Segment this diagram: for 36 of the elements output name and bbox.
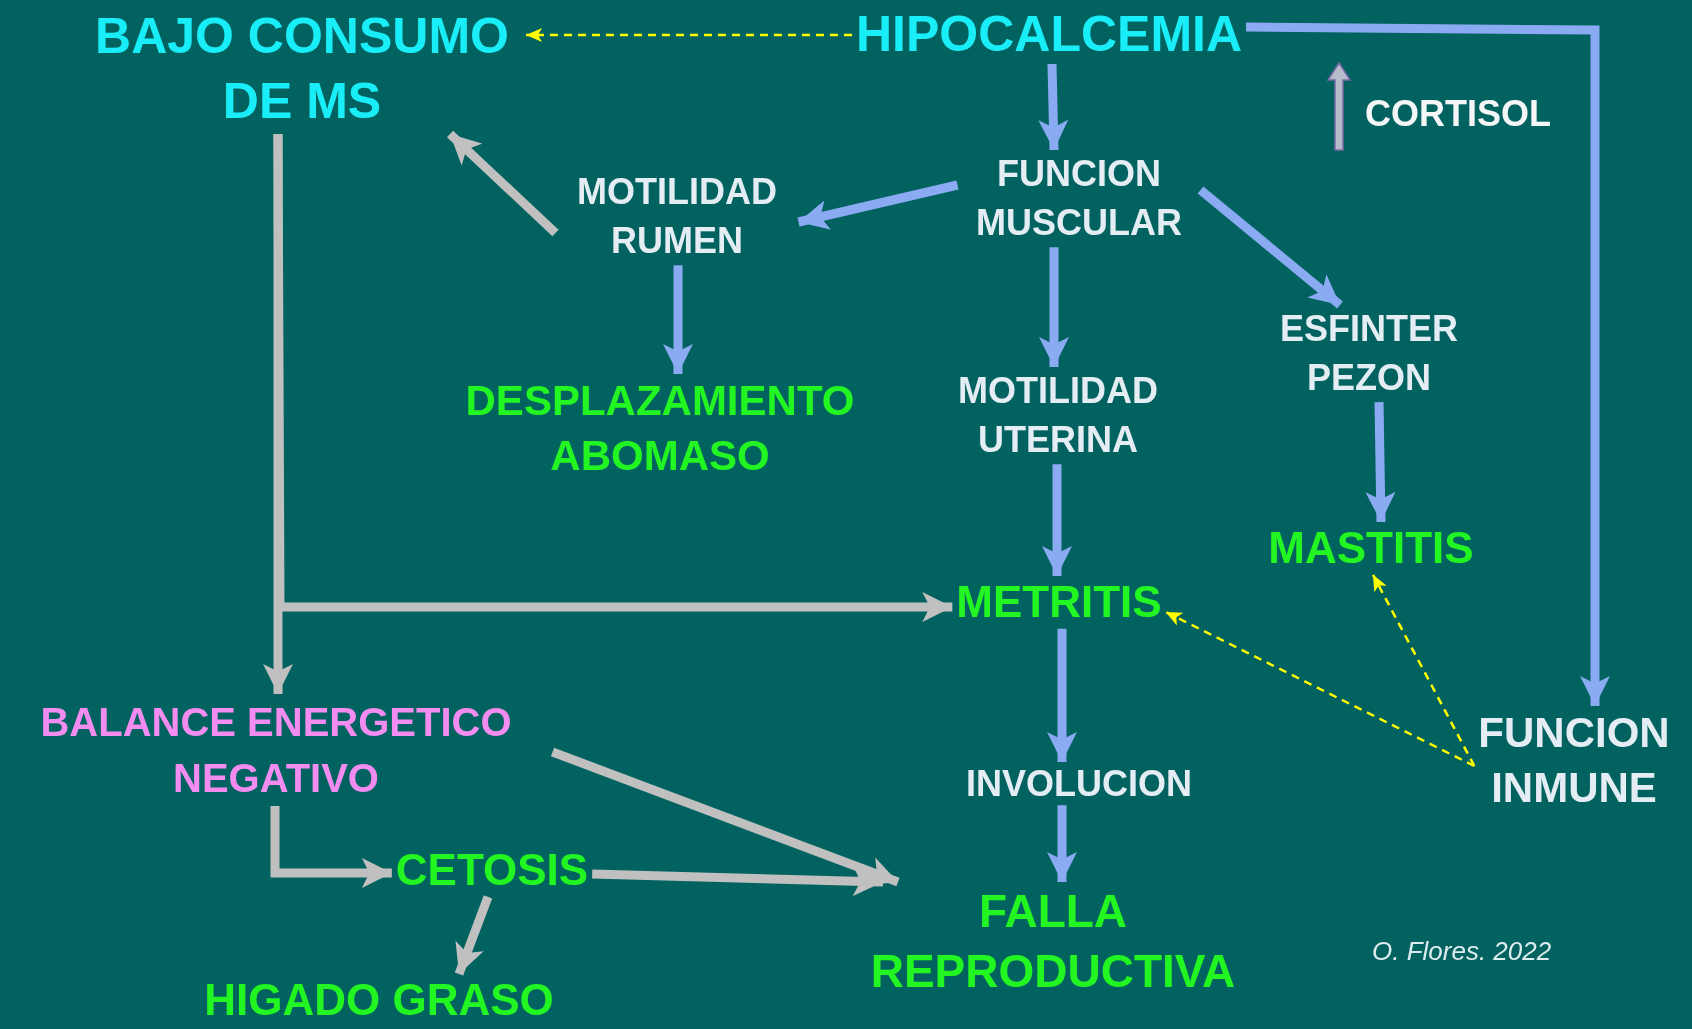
arrow xyxy=(263,134,293,694)
node-label: CETOSIS xyxy=(395,844,589,896)
node-label: MOTILIDAD UTERINA xyxy=(957,369,1159,462)
arrow xyxy=(1038,63,1069,151)
arrow xyxy=(1047,628,1077,762)
arrow xyxy=(270,806,392,888)
node-label: HIGADO GRASO xyxy=(204,974,554,1026)
node-label: INVOLUCION xyxy=(966,762,1192,806)
node-label: MASTITIS xyxy=(1268,522,1474,574)
arrow xyxy=(1047,805,1077,882)
node-label: METRITIS xyxy=(956,576,1162,628)
arrow xyxy=(550,747,900,887)
node-label: ESFINTER PEZON xyxy=(1279,307,1459,400)
dashed-arrow xyxy=(1371,574,1476,767)
arrow xyxy=(454,895,493,976)
arrow xyxy=(1246,22,1610,706)
hormone-label: CORTISOL xyxy=(1365,93,1551,135)
dashed-arrow xyxy=(526,28,852,42)
arrow xyxy=(1042,464,1072,576)
node-label: FALLA REPRODUCTIVA xyxy=(869,884,1237,999)
arrow xyxy=(446,130,559,237)
node-label: MOTILIDAD RUMEN xyxy=(576,170,778,263)
node-label: HIPOCALCEMIA xyxy=(855,5,1243,64)
arrow xyxy=(1039,247,1069,367)
node-label: BAJO CONSUMO DE MS xyxy=(94,7,510,131)
dashed-arrow xyxy=(1165,610,1475,768)
node-label: FUNCION INMUNE xyxy=(1478,708,1670,813)
arrow xyxy=(592,866,884,897)
node-label: DESPLAZAMIENTO ABOMASO xyxy=(464,376,856,481)
arrow xyxy=(797,180,959,230)
arrow xyxy=(1197,186,1343,309)
credit-note: O. Flores. 2022 xyxy=(1372,936,1552,967)
arrow xyxy=(663,265,693,374)
node-label: BALANCE ENERGETICO NEGATIVO xyxy=(39,699,513,802)
arrow xyxy=(1365,402,1396,523)
node-label: FUNCION MUSCULAR xyxy=(975,152,1183,245)
